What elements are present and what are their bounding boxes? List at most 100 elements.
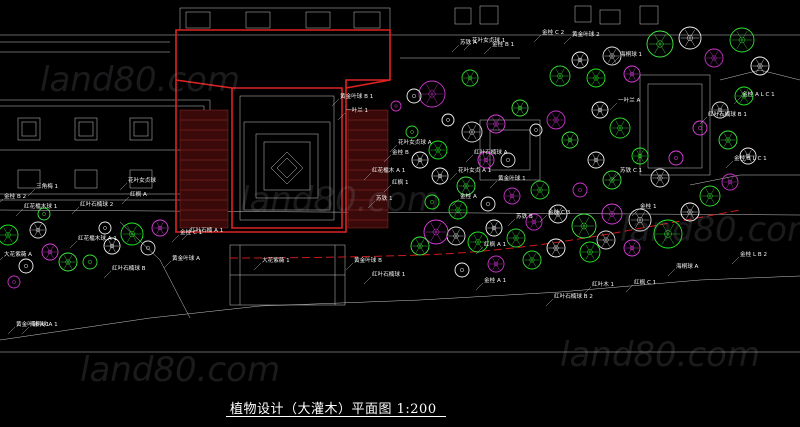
red-boundary	[175, 29, 391, 233]
plant-symbol	[571, 213, 597, 239]
plant-label: 金桂 1	[640, 202, 657, 210]
plant-symbol	[609, 117, 631, 139]
plant-label: 红叶木 1	[592, 280, 615, 288]
plant-label: 黄金叶球 1	[498, 174, 526, 182]
plant-symbol	[103, 237, 121, 255]
plant-symbol	[58, 252, 78, 272]
plant-label: 海桐球 1	[620, 50, 643, 58]
leader-line	[119, 182, 128, 191]
leader-line	[631, 208, 640, 217]
leader-line	[533, 34, 542, 43]
plant-symbol	[423, 219, 449, 245]
plant-label: 大花紫薇 A	[4, 250, 32, 258]
plant-symbol	[418, 80, 446, 108]
plant-symbol	[678, 26, 702, 50]
plant-symbol	[448, 200, 468, 220]
plant-symbol	[485, 219, 503, 237]
plant-label: 一叶兰 1	[346, 106, 369, 114]
leader-line	[71, 206, 80, 215]
plant-symbol	[586, 68, 606, 88]
plant-label: 红花檵木球 1	[24, 202, 58, 210]
plant-label: 红枫 1	[392, 178, 409, 186]
plant-symbol	[601, 203, 623, 225]
plant-label: 苏铁 A	[460, 38, 477, 46]
leader-line	[667, 268, 676, 277]
plant-label: 红叶石楠球 A	[474, 148, 508, 156]
plant-symbol	[525, 213, 543, 231]
plant-label: 红枫 C 1	[634, 278, 657, 286]
plant-symbol	[571, 51, 589, 69]
plant-label: 黄金叶球 A 1	[16, 320, 50, 328]
plant-symbol	[548, 204, 568, 224]
leader-line	[15, 208, 24, 217]
plant-label: 一叶兰 A	[618, 96, 641, 104]
plant-symbol	[750, 56, 770, 76]
plant-label: 苏铁 C 1	[620, 166, 643, 174]
leader-line	[363, 172, 372, 181]
plant-symbol	[631, 147, 649, 165]
plant-symbol	[461, 69, 479, 87]
plant-symbol	[500, 152, 516, 168]
leader-line	[7, 326, 16, 335]
plant-symbol	[428, 140, 448, 160]
plant-symbol	[572, 182, 588, 198]
plant-symbol	[739, 147, 757, 165]
leader-line	[181, 232, 190, 241]
leader-line	[449, 172, 458, 181]
plant-symbol	[729, 27, 755, 53]
plant-symbol	[668, 150, 684, 166]
plant-symbol	[98, 221, 112, 235]
plant-symbol	[406, 88, 422, 104]
plant-label: 花叶女贞球 1	[472, 36, 506, 44]
plant-label: 海桐球 A 1	[30, 320, 58, 328]
plant-symbol	[602, 170, 622, 190]
plant-symbol	[405, 125, 419, 139]
leader-line	[121, 196, 130, 205]
leader-line	[253, 262, 262, 271]
plant-label: 金桂 A 1	[484, 276, 507, 284]
plant-symbol	[602, 46, 622, 66]
leader-line	[475, 246, 484, 255]
plant-label: 黄金叶球 B	[354, 256, 382, 264]
plant-symbol	[596, 230, 616, 250]
plant-label: 红叶石楠球 2	[80, 200, 113, 208]
plant-symbol	[454, 262, 470, 278]
plant-symbol	[18, 258, 34, 274]
plant-symbol	[477, 151, 495, 169]
plant-symbol	[650, 168, 670, 188]
plant-symbol	[718, 130, 738, 150]
plant-label: 三角梅 1	[36, 182, 59, 190]
label-leaders	[0, 34, 742, 335]
leader-line	[171, 234, 180, 243]
leader-line	[611, 56, 620, 65]
plant-label: 红叶石楠球 1	[372, 270, 406, 278]
plant-label: 花叶女贞球	[128, 176, 156, 184]
plant-symbol	[503, 187, 521, 205]
plant-symbol	[151, 219, 169, 237]
plant-symbol	[522, 250, 542, 270]
plant-label: 黄金叶球 B 1	[340, 92, 374, 100]
leader-line	[383, 184, 392, 193]
plant-label: 黄金叶球 A	[172, 254, 200, 262]
drawing-title: 植物设计（大灌木）平面图 1:200	[230, 402, 437, 417]
plant-symbol	[623, 65, 641, 83]
plant-label: 金桂 B 1	[492, 40, 515, 48]
leader-line	[731, 256, 740, 265]
plant-symbol	[140, 240, 156, 256]
plant-label: 红花檵木 A 1	[372, 166, 406, 174]
plant-symbol	[529, 123, 543, 137]
plant-label: 红叶石楠 A 1	[190, 226, 224, 234]
leader-line	[483, 46, 492, 55]
plant-symbol	[29, 221, 47, 239]
leader-line	[0, 256, 4, 261]
leader-line	[389, 144, 398, 153]
plant-label: 苏铁 B	[516, 212, 533, 220]
leader-line	[489, 180, 498, 189]
plant-label: 苏铁 1	[376, 194, 393, 202]
leader-line	[625, 284, 634, 293]
leader-line	[383, 154, 392, 163]
plant-symbol	[587, 151, 605, 169]
plant-label: 花叶女贞球 A	[398, 138, 432, 146]
plant-symbol	[591, 101, 609, 119]
